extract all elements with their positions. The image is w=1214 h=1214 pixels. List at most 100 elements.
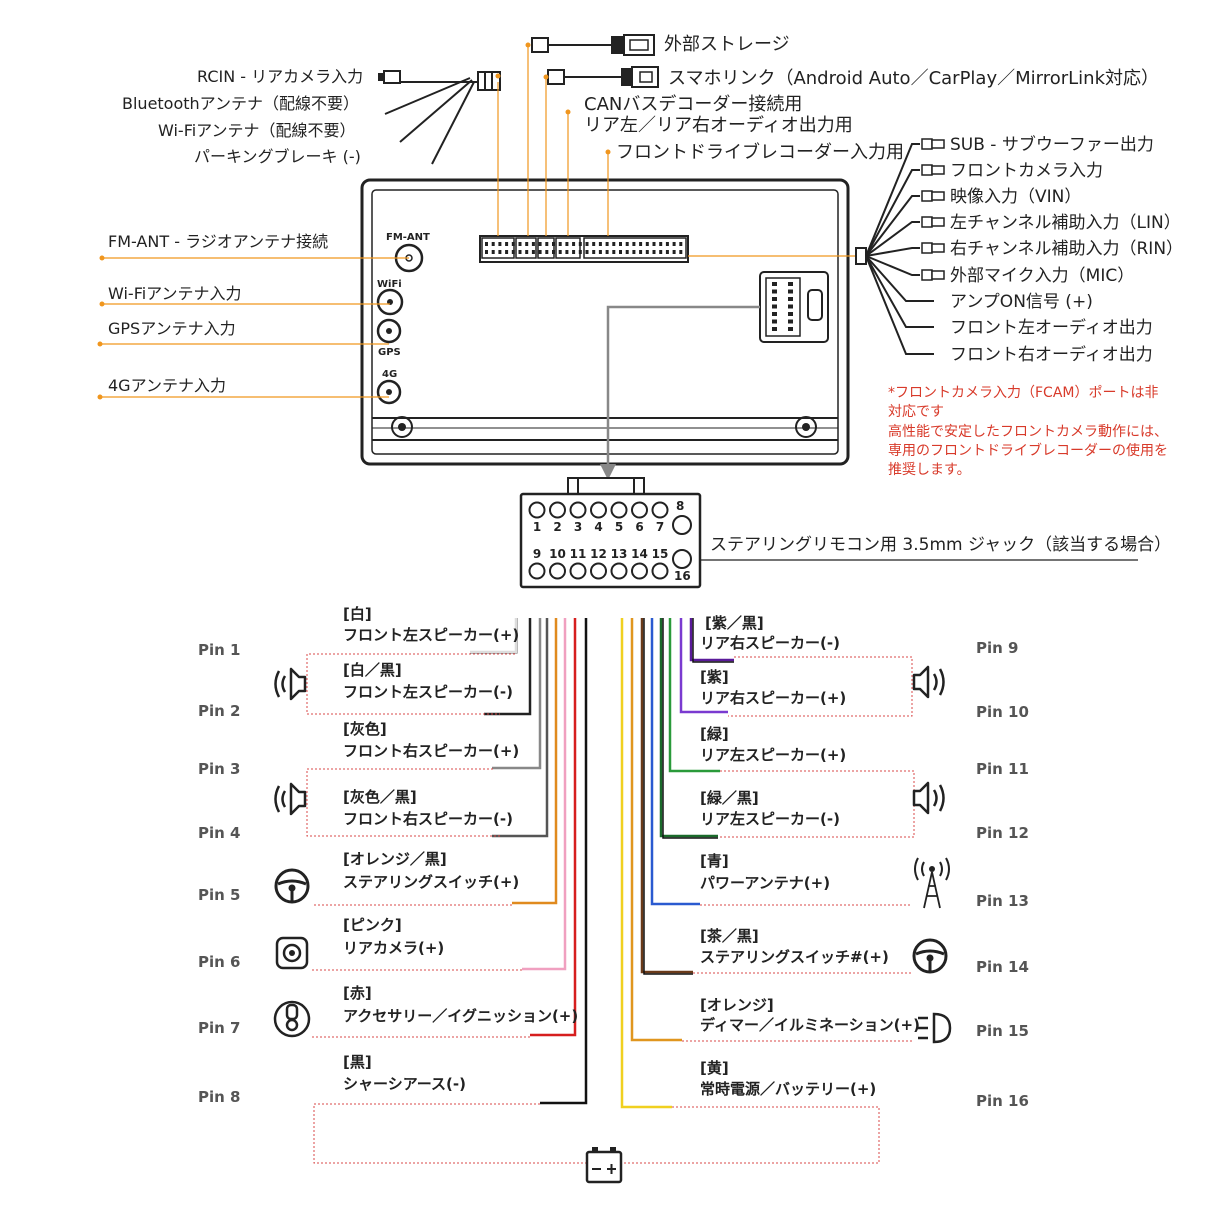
- fm-ant-label: FM-ANT - ラジオアンテナ接続: [108, 232, 328, 251]
- pin-number-label: Pin 7: [198, 1019, 240, 1037]
- pin-function-label: シャーシアース(-): [343, 1075, 466, 1093]
- svg-text:*フロントカメラ入力（FCAM）ポートは非: *フロントカメラ入力（FCAM）ポートは非: [888, 385, 1158, 401]
- svg-text:専用のフロントドライブレコーダーの使用を: 専用のフロントドライブレコーダーの使用を: [888, 442, 1168, 459]
- pin-function-label: パワーアンテナ(+): [700, 874, 830, 892]
- gps-socket: GPS: [376, 318, 402, 358]
- pin-function-label: フロント左スピーカー(+): [343, 626, 519, 644]
- svg-text:FM-ANT: FM-ANT: [386, 232, 430, 243]
- wire-color-label: [紫／黒]: [705, 614, 764, 632]
- bt-label: Bluetoothアンテナ（配線不要）: [122, 94, 359, 113]
- svg-text:13: 13: [611, 547, 628, 561]
- top-left-cables: [384, 71, 501, 165]
- svg-text:2: 2: [553, 520, 561, 534]
- usb-cables: [531, 34, 659, 88]
- wire-color-label: [茶／黒]: [700, 927, 759, 945]
- wire-11: [668, 618, 720, 773]
- iso-to-16pin-line: [600, 305, 760, 480]
- wire-color-label: [黄]: [700, 1059, 729, 1077]
- right-output-label: アンプON信号 (+): [950, 292, 1093, 312]
- storage-label: 外部ストレージ: [664, 34, 790, 55]
- wire-4: [492, 618, 549, 838]
- wire-color-label: [紫]: [700, 668, 729, 686]
- svg-text:6: 6: [635, 520, 643, 534]
- rca-plug-icon: [921, 216, 945, 228]
- front-dvr-label: フロントドライブレコーダー入力用: [616, 141, 904, 163]
- wire-color-label: [オレンジ]: [700, 996, 774, 1014]
- svg-text:3: 3: [574, 520, 582, 534]
- svg-text:対応です: 対応です: [888, 404, 944, 420]
- fcam-note: *フロントカメラ入力（FCAM）ポートは非 対応です 高性能で安定したフロントカ…: [888, 385, 1168, 478]
- svg-text:4G: 4G: [382, 369, 397, 380]
- pin-number-label: Pin 5: [198, 886, 240, 904]
- right-harness: [855, 143, 934, 355]
- pin-number-label: Pin 8: [198, 1088, 240, 1106]
- pin-number-label: Pin 3: [198, 760, 240, 778]
- wire-color-label: [白／黒]: [343, 661, 402, 679]
- main-connector-block: [479, 235, 689, 263]
- canbus-label-1: CANバスデコーダー接続用: [584, 94, 802, 115]
- steering-wheel-icon: [912, 938, 948, 974]
- lte-socket: 4G: [376, 369, 402, 405]
- pin-number-label: Pin 9: [976, 639, 1018, 657]
- parking-label: パーキングブレーキ (-): [194, 147, 361, 166]
- wire-5: [512, 618, 558, 905]
- wire-color-label: [灰色]: [343, 720, 387, 738]
- svg-text:5: 5: [615, 520, 623, 534]
- wire-8: [540, 618, 588, 1105]
- pin-number-label: Pin 4: [198, 824, 240, 842]
- pin-function-label: ディマー／イルミネーション(+): [700, 1016, 920, 1034]
- wire-7: [530, 618, 577, 1037]
- wire-color-label: [緑／黒]: [700, 789, 759, 807]
- wifi-ant-label: Wi-Fiアンテナ（配線不要）: [158, 121, 356, 140]
- rca-plug-icon: [921, 164, 945, 176]
- pin-function-label: フロント右スピーカー(+): [343, 742, 519, 760]
- svg-text:推奨します。: 推奨します。: [888, 462, 971, 478]
- wire-color-label: [灰色／黒]: [343, 788, 417, 806]
- headlight-icon: [918, 1012, 952, 1044]
- power-antenna-icon: [914, 857, 950, 909]
- right-output-label: フロント左オーディオ出力: [950, 317, 1153, 338]
- right-output-label: フロントカメラ入力: [950, 161, 1103, 181]
- wire-13: [650, 618, 700, 906]
- pin-function-label: リアカメラ(+): [343, 939, 444, 957]
- steering-wheel-icon: [274, 868, 310, 904]
- svg-text:9: 9: [533, 547, 541, 561]
- pin-function-label: リア右スピーカー(-): [700, 634, 840, 652]
- wire-9: [689, 618, 734, 662]
- pin-function-label: ステアリングスイッチ(+): [343, 873, 519, 891]
- pin-number-label: Pin 16: [976, 1092, 1029, 1110]
- svg-text:1: 1: [533, 520, 541, 534]
- right-output-label: 外部マイク入力（MIC）: [950, 266, 1134, 286]
- pin-number-label: Pin 15: [976, 1022, 1029, 1040]
- smartlink-label: スマホリンク（Android Auto／CarPlay／MirrorLink対応…: [668, 68, 1159, 89]
- wire-color-label: [緑]: [700, 725, 729, 743]
- pin-function-label: リア左スピーカー(+): [700, 746, 846, 764]
- svg-text:11: 11: [570, 547, 587, 561]
- rcin-label: RCIN - リアカメラ入力: [197, 67, 363, 86]
- right-output-label: SUB - サブウーファー出力: [950, 134, 1154, 155]
- pin-number-label: Pin 13: [976, 892, 1029, 910]
- iso-connector: [759, 271, 829, 343]
- speaker-icon: [274, 667, 307, 701]
- wire-6: [522, 618, 567, 971]
- left-antenna-lines: [100, 257, 409, 398]
- pin-function-label: フロント左スピーカー(-): [343, 683, 513, 701]
- pin-function-label: 常時電源／バッテリー(+): [700, 1080, 876, 1098]
- battery-icon: [585, 1147, 623, 1184]
- ignition-key-icon: [273, 1000, 311, 1038]
- svg-text:14: 14: [631, 547, 648, 561]
- right-output-label: 右チャンネル補助入力（RIN）: [950, 239, 1183, 259]
- svg-text:8: 8: [676, 499, 684, 513]
- right-output-label: フロント右オーディオ出力: [950, 344, 1153, 365]
- speaker-icon: [912, 665, 945, 699]
- right-output-label: 映像入力（VIN）: [950, 187, 1081, 207]
- canbus-label-2: リア左／リア右オーディオ出力用: [584, 115, 853, 136]
- wire-color-label: [黒]: [343, 1053, 372, 1071]
- lte-input-label: 4Gアンテナ入力: [108, 376, 226, 395]
- wire-10: [679, 618, 728, 714]
- pin-number-label: Pin 6: [198, 953, 240, 971]
- wire-color-label: [オレンジ／黒]: [343, 850, 447, 868]
- rca-plug-icon: [921, 138, 945, 150]
